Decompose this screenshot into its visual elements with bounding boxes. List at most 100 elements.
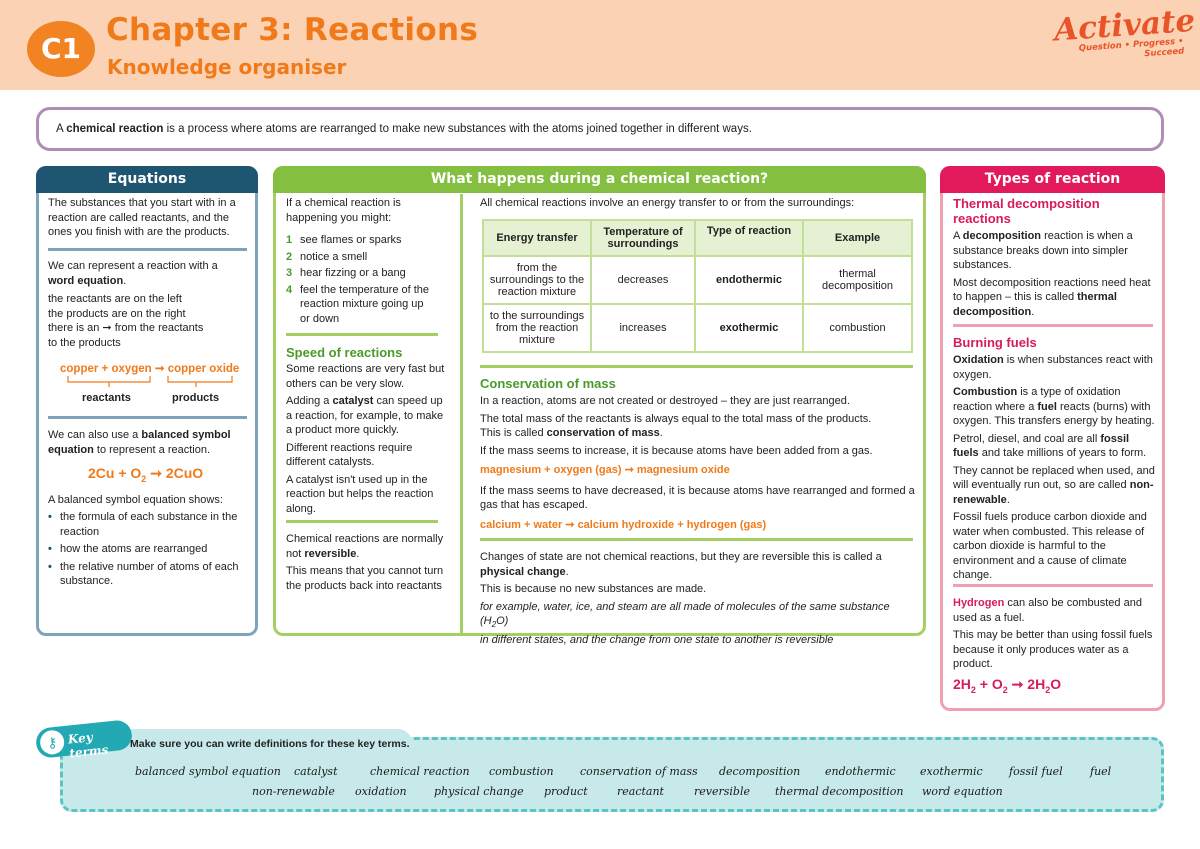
mass-p3-term: conservation of mass <box>546 427 660 439</box>
hydrogen-text: Hydrogen can also be combusted and used … <box>953 596 1155 672</box>
equations-heading: Equations <box>36 166 258 193</box>
table-cell: increases <box>590 303 696 353</box>
state-text: Changes of state are not chemical reacti… <box>480 550 916 647</box>
table-cell: endothermic <box>694 255 804 305</box>
fossil-post: and take millions of years to form. <box>978 447 1147 459</box>
thermal-text: A decomposition reaction is when a subst… <box>953 229 1155 319</box>
burning-text: Oxidation is when substances react with … <box>953 353 1155 583</box>
brand-logo: Activate Question • Progress • Succeed <box>1053 3 1196 61</box>
key-term: fuel <box>1090 765 1112 778</box>
table-row: from the surroundings to the reaction mi… <box>482 255 913 305</box>
definition-term: chemical reaction <box>66 123 164 135</box>
rev-pre: Chemical reactions are normally not <box>286 533 444 560</box>
rev-term: reversible <box>304 547 357 560</box>
table-header: Type of reaction <box>694 219 804 257</box>
thermal-p1-post: reaction is when a substance breaks down… <box>953 230 1133 271</box>
definition-post: is a process where atoms are rearranged … <box>163 123 752 135</box>
hydrogen-equation: 2H2 + O2 ➞ 2H2O <box>953 676 1061 695</box>
state-term: physical change <box>480 565 566 578</box>
mass-p3-post: . <box>659 427 663 439</box>
state-ex-part: in different states, and the change from… <box>480 633 834 646</box>
nonrenew-pre: They cannot be replaced when used, and w… <box>953 464 1155 492</box>
table-cell: exothermic <box>694 303 804 353</box>
page-title: Chapter 3: Reactions <box>106 12 479 48</box>
thermal-heading: Thermal decomposition reactions <box>953 196 1100 226</box>
speed-text: Some reactions are very fast but others … <box>286 362 446 516</box>
mass-heading: Conservation of mass <box>480 376 616 391</box>
key-term: reactant <box>617 785 664 798</box>
key-term: physical change <box>434 785 524 798</box>
nonrenew-term: non-renewable <box>953 479 1154 506</box>
what-happens-heading: What happens during a chemical reaction? <box>273 166 926 193</box>
list-item: feel the temperature of the reaction mix… <box>300 283 430 325</box>
rule-line: the products are on the right <box>48 307 186 320</box>
hydrogen-p2: This may be better than using fossil fue… <box>953 629 1153 670</box>
speed-p2-term: catalyst <box>332 395 374 407</box>
eq-subscript: 2 <box>141 473 147 484</box>
key-term: oxidation <box>355 785 407 798</box>
state-ex-part: O) <box>496 615 509 627</box>
list-number: 2 <box>286 250 293 263</box>
mass-p4: If the mass seems to increase, it is bec… <box>480 444 873 457</box>
bracket-marks <box>67 376 233 387</box>
divider <box>480 538 913 541</box>
key-term: catalyst <box>294 765 338 778</box>
state-p2: This is because no new substances are ma… <box>480 583 707 595</box>
nonrenew-post: . <box>1006 493 1010 506</box>
word-equation-pre: We can represent a reaction with a <box>48 260 218 272</box>
balanced-post: to represent a reaction. <box>96 443 211 456</box>
combustion-term: Combustion <box>953 386 1018 398</box>
divider <box>480 365 913 368</box>
eq-part: 2H <box>953 676 971 692</box>
thermal-p2-pre: Most decomposition reactions need heat t… <box>953 276 1151 304</box>
definition-pre: A <box>56 123 67 135</box>
bullet-item: how the atoms are rearranged <box>48 542 248 557</box>
mass-p5: If the mass seems to have decreased, it … <box>480 484 915 512</box>
fuel-term: fuel <box>1037 400 1057 413</box>
eq-subscript: 2 <box>970 684 976 695</box>
word-equation-term: word equation <box>48 274 124 287</box>
hydrogen-term: Hydrogen <box>953 597 1005 609</box>
key-terms-badge: ⚷ Key terms <box>34 719 134 761</box>
list-item: hear fizzing or a bang <box>300 267 406 279</box>
page-header: C1 Chapter 3: Reactions Knowledge organi… <box>0 0 1200 90</box>
speed-p2-post: can speed up a reaction, for example, to… <box>286 395 444 436</box>
mass-equation-2: calcium + water ➞ calcium hydroxide + hy… <box>480 518 767 531</box>
eq-subscript: 2 <box>1002 684 1008 695</box>
key-term: balanced symbol equation <box>135 765 281 778</box>
combustion-mid: is a type of oxidation reaction where a <box>953 386 1121 413</box>
eq-part: + O <box>975 676 1003 692</box>
rev-p2: This means that you cannot turn the prod… <box>286 565 444 592</box>
climate-text: Fossil fuels produce carbon dioxide and … <box>953 511 1147 581</box>
burning-heading: Burning fuels <box>953 335 1037 350</box>
divider <box>953 324 1153 327</box>
thermal-p1-pre: A <box>953 230 963 242</box>
reversible-text: Chemical reactions are normally not reve… <box>286 532 446 593</box>
balanced-shows: A balanced symbol equation shows: <box>48 494 223 506</box>
balanced-equation-example: 2Cu + O2 ➞ 2CuO <box>88 465 203 484</box>
mass-p2: The total mass of the reactants is alway… <box>480 412 872 425</box>
key-term: chemical reaction <box>370 765 470 778</box>
energy-transfer-table: Energy transfer Temperature of surroundi… <box>482 219 913 353</box>
mass-text: In a reaction, atoms are not created or … <box>480 394 916 532</box>
energy-intro: All chemical reactions involve an energy… <box>480 197 855 209</box>
speed-p2-pre: Adding a <box>286 395 333 407</box>
state-example: for example, water, ice, and steam are a… <box>480 600 916 648</box>
word-equation-post: . <box>123 274 127 287</box>
bullet-item: the relative number of atoms of each sub… <box>48 560 248 589</box>
table-header-row: Energy transfer Temperature of surroundi… <box>482 219 913 257</box>
thermal-p2-post: . <box>1031 305 1035 318</box>
table-cell: thermal decomposition <box>802 255 913 305</box>
table-cell: combustion <box>802 303 913 353</box>
definition-bar: A chemical reaction is a process where a… <box>36 107 1164 151</box>
key-term: reversible <box>694 785 750 798</box>
key-term: exothermic <box>920 765 983 778</box>
table-cell: to the surroundings from the reaction mi… <box>482 303 592 353</box>
might-intro: If a chemical reaction is happening you … <box>286 197 401 224</box>
key-term: non-renewable <box>252 785 335 798</box>
key-term: combustion <box>489 765 554 778</box>
speed-p1: Some reactions are very fast but others … <box>286 363 445 390</box>
key-term: product <box>544 785 588 798</box>
column-divider <box>460 194 463 634</box>
definition-text: A chemical reaction is a process where a… <box>56 123 752 135</box>
